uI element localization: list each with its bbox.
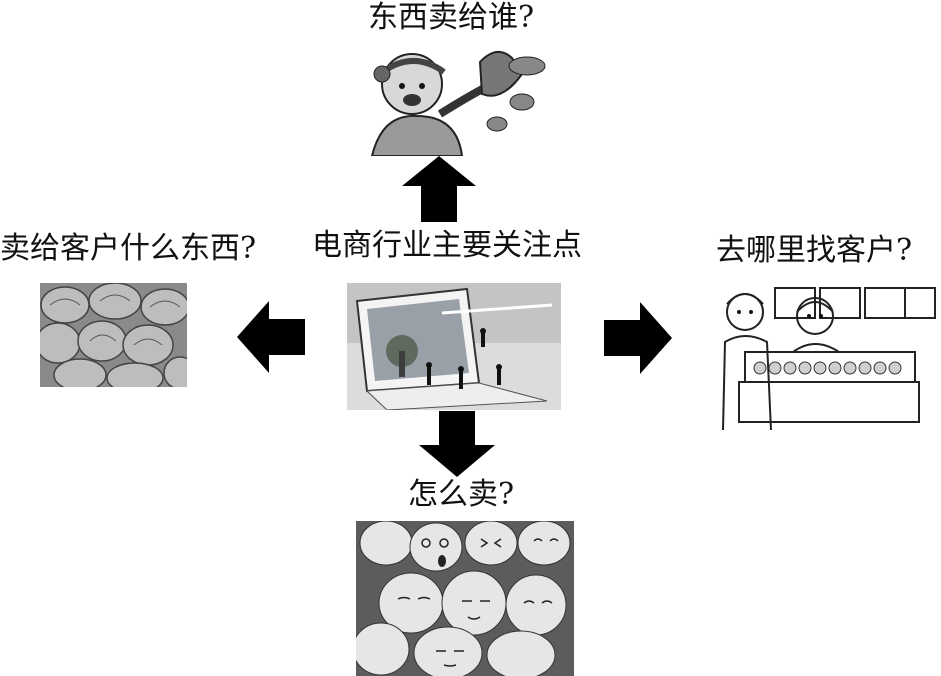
center-topic-label: 电商行业主要关注点 — [312, 228, 582, 263]
left-question-label: 卖给客户什么东西? — [0, 231, 257, 266]
arrow-left-icon — [237, 301, 305, 373]
right-question-label: 去哪里找客户? — [716, 233, 913, 268]
top-question-label: 东西卖给谁? — [368, 0, 535, 35]
eggs-with-faces-photo — [356, 521, 574, 676]
salesman-cartoon-illustration — [362, 44, 552, 156]
laptop-with-people-illustration — [347, 283, 561, 410]
bottom-question-label: 怎么卖? — [408, 477, 515, 512]
watermelons-photo — [40, 283, 187, 387]
shopkeepers-market-stall-illustration — [705, 282, 941, 430]
arrow-down-icon — [419, 411, 495, 477]
arrow-right-icon — [604, 302, 672, 374]
arrow-up-icon — [402, 156, 476, 222]
